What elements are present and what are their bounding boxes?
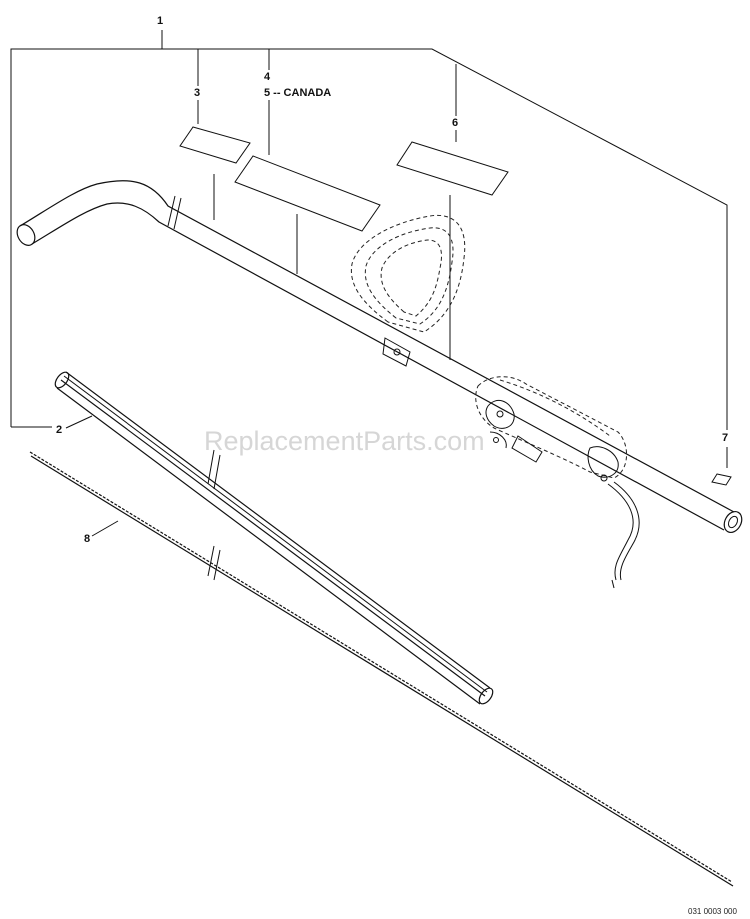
callout-1: 1 bbox=[157, 15, 163, 27]
decal-placement-marks bbox=[213, 174, 451, 360]
flex-drive-cable bbox=[29, 451, 734, 887]
decal-7 bbox=[711, 473, 732, 486]
callout-4: 4 bbox=[264, 71, 271, 83]
drive-shaft-liner bbox=[54, 371, 494, 705]
callout-3: 3 bbox=[194, 87, 200, 99]
callout-2: 2 bbox=[56, 424, 62, 436]
loop-handle bbox=[350, 214, 466, 367]
callout-8: 8 bbox=[84, 533, 90, 545]
leader-lines bbox=[10, 30, 728, 537]
decal-6 bbox=[396, 141, 509, 196]
watermark: ReplacementParts.com bbox=[204, 426, 485, 456]
decal-4 bbox=[234, 155, 381, 232]
callout-7: 7 bbox=[722, 432, 728, 444]
throttle-housing bbox=[475, 376, 640, 589]
callout-6: 6 bbox=[452, 117, 458, 129]
decal-3 bbox=[179, 126, 251, 164]
shaft-tube bbox=[16, 180, 743, 534]
callout-5: 5 -- CANADA bbox=[264, 87, 331, 99]
figure-code: 031 0003 000 bbox=[688, 907, 737, 916]
